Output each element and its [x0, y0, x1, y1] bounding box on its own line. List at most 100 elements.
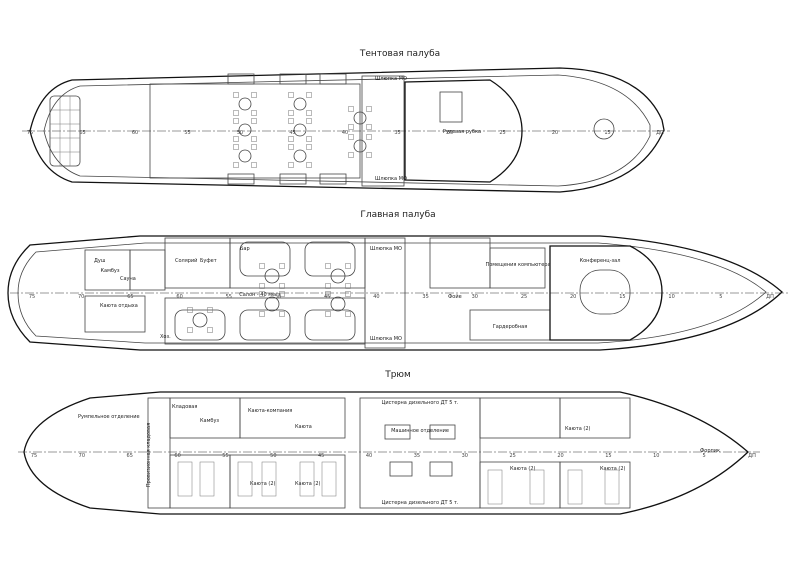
- hold-engine-room-label: Машинное отделение: [391, 428, 449, 434]
- tent-deck-sunbeds: [227, 73, 347, 185]
- hold-cabin2-label-4: Каюта (2): [600, 466, 626, 472]
- hold-tank-label-top: Цистерна дизельного ДТ 5 т.: [382, 400, 459, 406]
- frame-mark: 15: [619, 294, 625, 300]
- hold-steering-label: Румпельное отделение: [78, 414, 140, 420]
- frame-mark: 10: [653, 453, 659, 459]
- main-utility-label: Хоз.: [160, 334, 171, 340]
- main-galley-label: Камбуз: [100, 268, 119, 274]
- main-deck: Главная палуба Камбуз Салон - 40 мест Ба…: [7, 210, 790, 351]
- frame-mark: 50: [275, 294, 281, 300]
- frame-mark: 5: [719, 294, 722, 300]
- frame-mark: 20: [557, 453, 563, 459]
- hold-bunks: [177, 461, 620, 505]
- hold-tank-label-bottom: Цистерна дизельного ДТ 5 т.: [382, 500, 459, 506]
- tent-deck-frame-marks: 75 65 60 55 50 45 40 35 30 25 20 15 ДП: [27, 130, 664, 136]
- main-deck-sofas: [174, 241, 356, 341]
- frame-mark: 5: [703, 453, 706, 459]
- tent-deck-hull: [29, 67, 665, 193]
- frame-mark: 20: [570, 294, 576, 300]
- tent-deck-stern-cage: [49, 95, 81, 167]
- frame-mark: 75: [27, 130, 33, 136]
- hold-rooms: [147, 397, 631, 509]
- hold-cabin2-label-2: Каюта (2): [295, 481, 321, 487]
- tent-deck-hatch: [593, 118, 615, 140]
- tent-deck-boat-bay: [361, 75, 405, 187]
- main-boat-label-bottom: Шлюпка МО: [370, 336, 402, 342]
- wheelhouse: [404, 79, 523, 183]
- main-sauna-label: Сауна: [120, 276, 136, 282]
- frame-mark: 40: [373, 294, 379, 300]
- tent-deck-boat-label-top: Шлюпка МО: [375, 76, 407, 82]
- frame-mark: 70: [78, 294, 84, 300]
- main-deck-title: Главная палуба: [360, 210, 435, 220]
- hold-galley-label: Камбуз: [200, 418, 219, 424]
- tent-deck: Тентовая палуба Рулевая рубка Шлюпка МО …: [22, 49, 670, 193]
- frame-mark: 30: [447, 130, 453, 136]
- frame-mark: 75: [29, 294, 35, 300]
- frame-mark: 55: [226, 294, 232, 300]
- main-shower-label: Душ: [94, 258, 106, 264]
- frame-mark: ДП: [656, 130, 664, 136]
- tent-deck-boat-label-bottom: Шлюпка МО: [375, 176, 407, 182]
- frame-mark: 10: [668, 294, 674, 300]
- hold-deck: Трюм Румпельное отделение Провизионная к…: [18, 370, 760, 515]
- main-conference-label: Конференц-зал: [580, 258, 621, 264]
- main-bar-label: Бар: [240, 246, 250, 252]
- frame-mark: 45: [324, 294, 330, 300]
- hold-cabin2-label-3: Каюта (2): [510, 466, 536, 472]
- hold-provision-label: Провизионная кладовая: [146, 423, 152, 487]
- hold-engines: [384, 424, 456, 477]
- main-deck-tables: [187, 263, 351, 333]
- frame-mark: 35: [394, 130, 400, 136]
- tent-deck-title: Тентовая палуба: [359, 49, 440, 59]
- wheelhouse-label: Рулевая рубка: [443, 129, 481, 135]
- main-rest-cabin-label: Каюта отдыха: [100, 303, 138, 309]
- frame-mark: 50: [237, 130, 243, 136]
- tent-deck-hull-inner: [43, 74, 651, 187]
- frame-mark: 65: [127, 453, 133, 459]
- frame-mark: 55: [222, 453, 228, 459]
- frame-mark: 65: [127, 294, 133, 300]
- hold-cabin2-label-1: Каюта (2): [250, 481, 276, 487]
- frame-mark: 35: [422, 294, 428, 300]
- frame-mark: 25: [521, 294, 527, 300]
- hold-forepeak-label: Форпик: [700, 448, 720, 454]
- frame-mark: 40: [366, 453, 372, 459]
- frame-mark: 15: [605, 453, 611, 459]
- hold-hull: [23, 391, 749, 515]
- frame-mark: 75: [31, 453, 37, 459]
- main-foyer-label: Фойе: [448, 293, 462, 300]
- main-saloon-label: Салон - 40 мест: [239, 292, 281, 298]
- frame-mark: 20: [552, 130, 558, 136]
- wheelhouse-console: [439, 91, 463, 123]
- frame-mark: 45: [318, 453, 324, 459]
- frame-mark: 60: [132, 130, 138, 136]
- main-computer-room-label: Помещения компьютера: [485, 262, 550, 268]
- main-deck-hull: [7, 235, 783, 351]
- frame-mark: 70: [79, 453, 85, 459]
- frame-mark: 30: [462, 453, 468, 459]
- tent-deck-seating-area: [149, 83, 361, 179]
- frame-mark: 30: [472, 294, 478, 300]
- tent-deck-tables: [233, 92, 372, 168]
- main-buffet-label: Буфет: [200, 258, 217, 264]
- frame-mark: 40: [342, 130, 348, 136]
- frame-mark: 50: [270, 453, 276, 459]
- frame-mark: 65: [79, 130, 85, 136]
- frame-mark: 25: [499, 130, 505, 136]
- hold-cabin2-label-5: Каюта (2): [565, 426, 591, 432]
- main-solarium-label: Солярий: [175, 257, 197, 264]
- frame-mark: 55: [184, 130, 190, 136]
- hold-store-label: Кладовая: [172, 404, 197, 410]
- main-deck-rooms: [84, 237, 663, 349]
- main-wardrobe-label: Гардеробная: [493, 324, 527, 330]
- hold-cabin-label: Каюта: [295, 424, 312, 430]
- hold-mess-label: Каюта-компания: [248, 408, 292, 414]
- frame-mark: 60: [176, 294, 182, 300]
- main-boat-label-top: Шлюпка МО: [370, 246, 402, 252]
- frame-mark: 15: [604, 130, 610, 136]
- frame-mark: 45: [289, 130, 295, 136]
